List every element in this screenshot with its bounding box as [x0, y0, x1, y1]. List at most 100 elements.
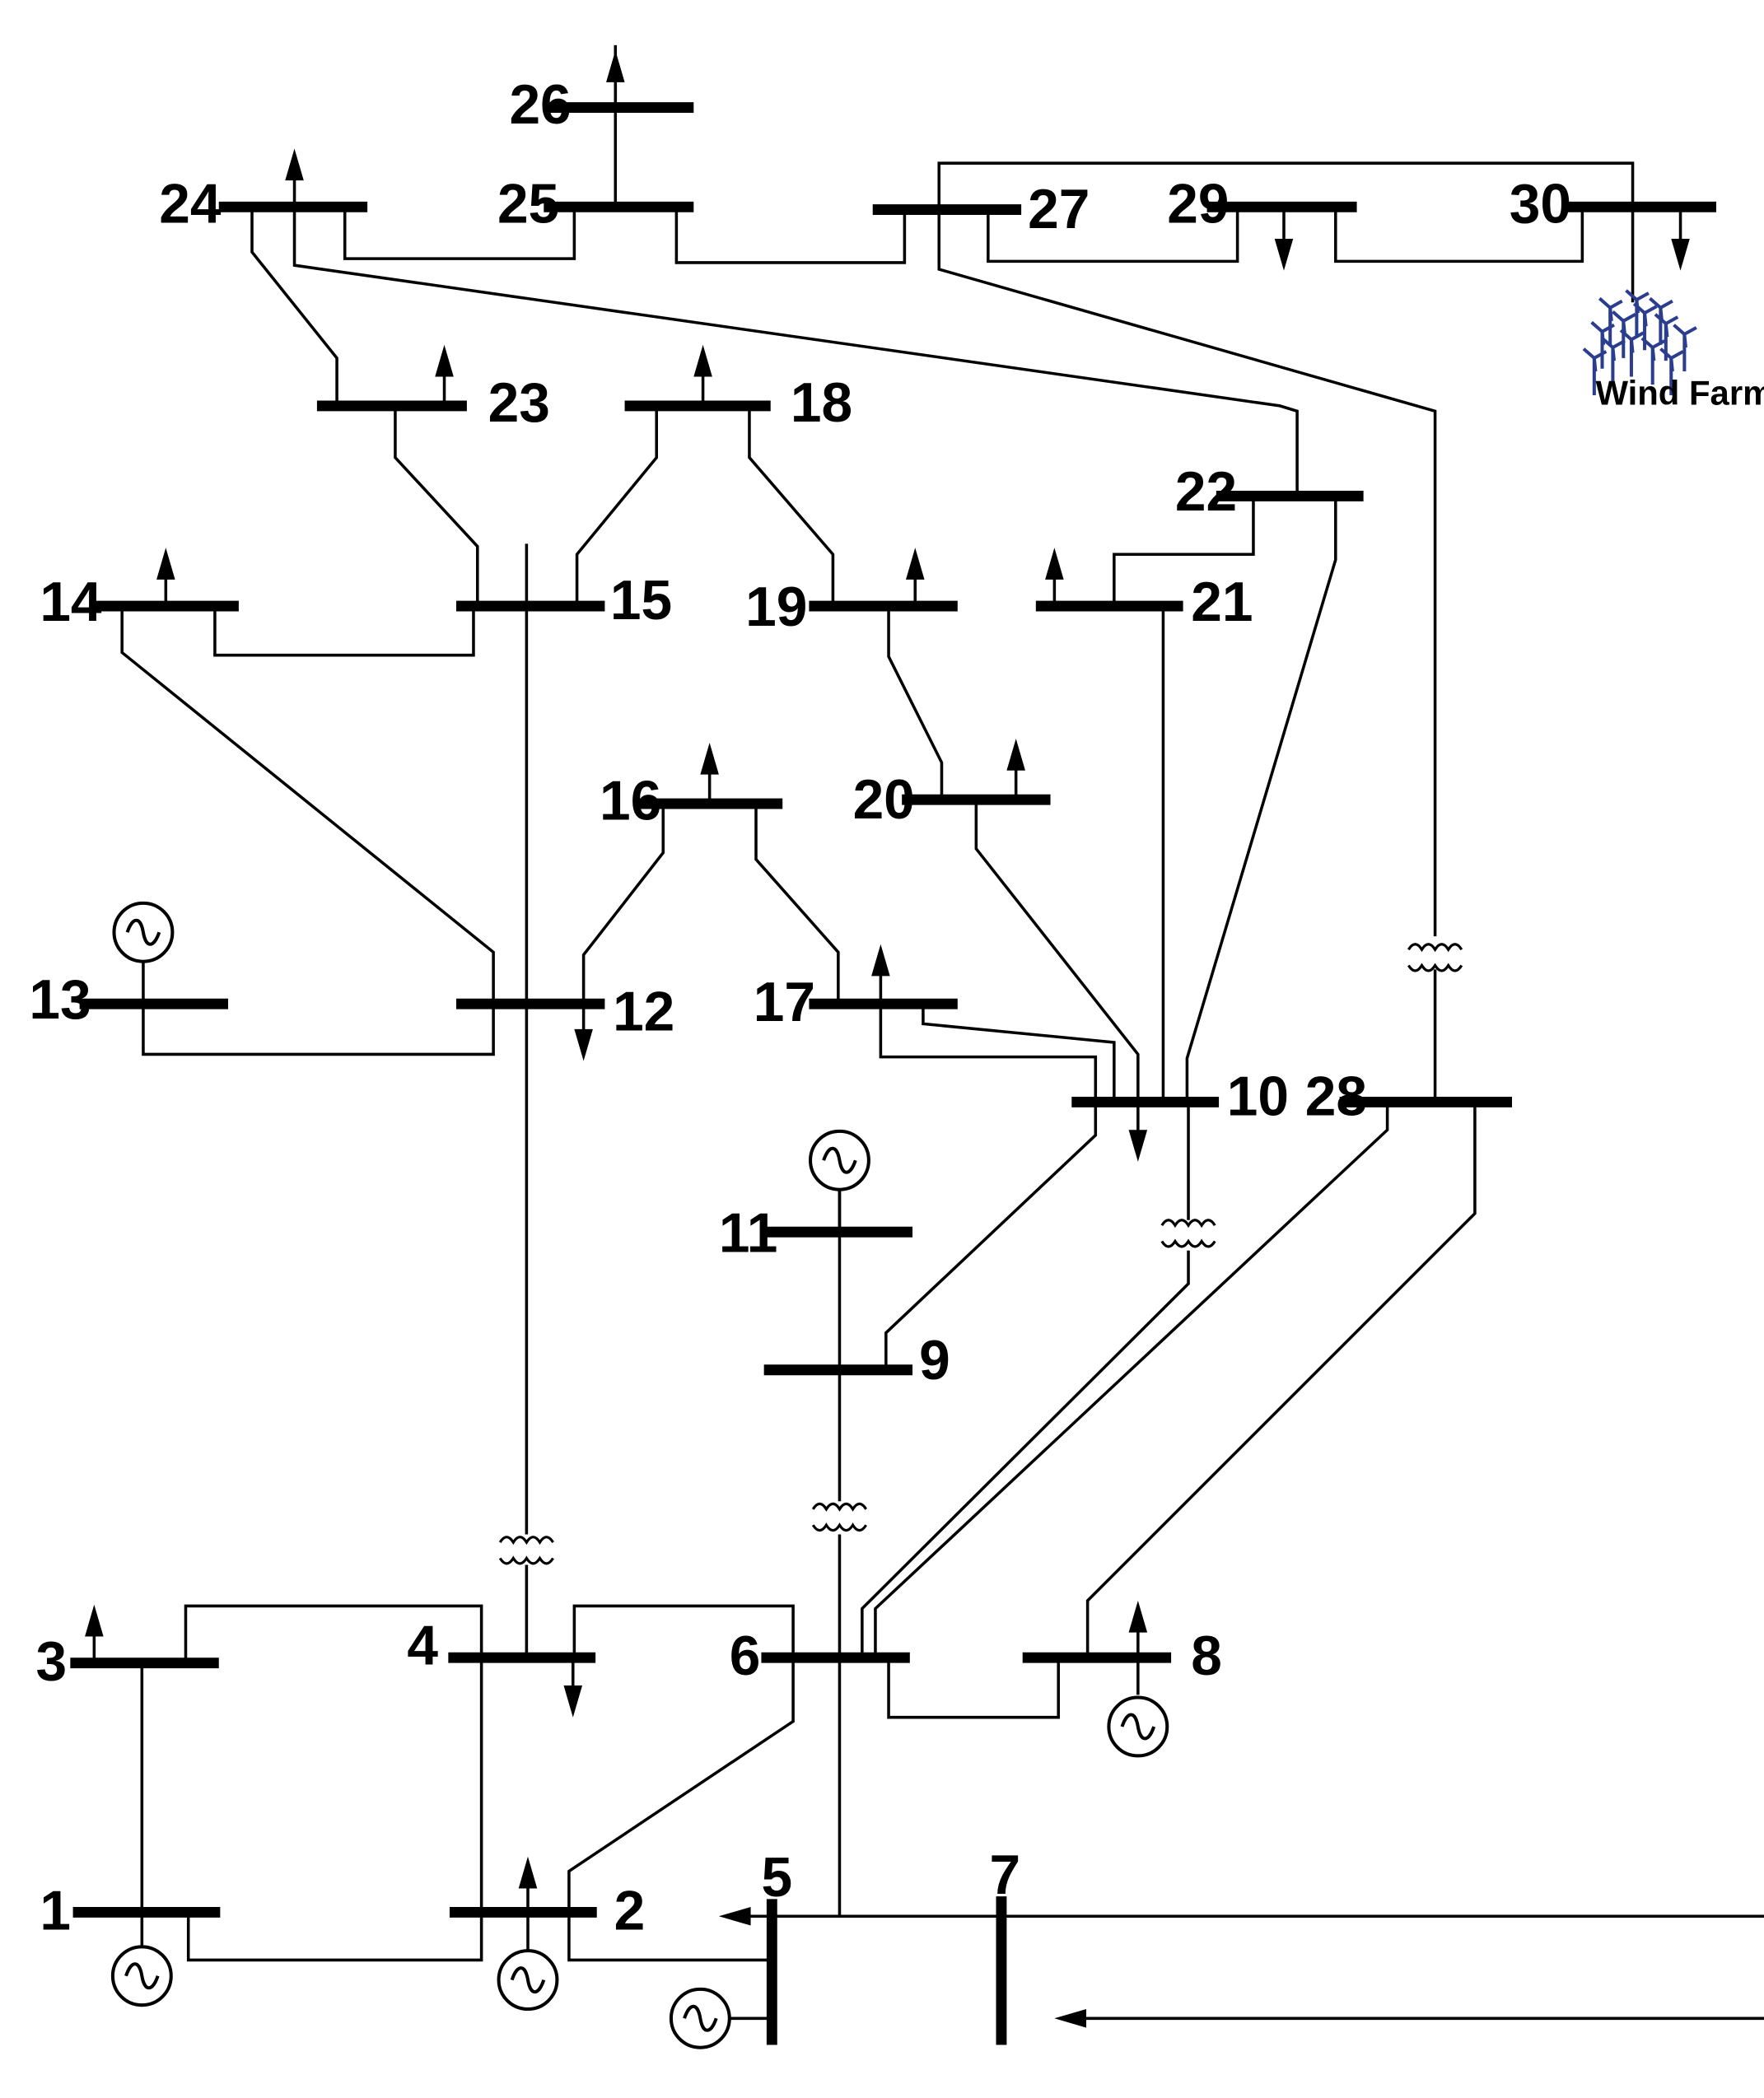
wind-turbine-icon [1582, 289, 1697, 396]
bus-label-6: 6 [730, 1625, 761, 1687]
line-16-17 [754, 804, 840, 1005]
load-arrow-29 [1274, 207, 1294, 271]
bus-label-8: 8 [1191, 1625, 1222, 1687]
buses [70, 102, 1717, 2045]
load-arrow-24 [285, 148, 304, 207]
generator-2-icon [497, 1949, 559, 2012]
line-2-6 [567, 1604, 795, 1913]
line-9-10 [884, 1102, 1098, 1370]
transformer-6-10-icon [1160, 1219, 1216, 1248]
line-1-2 [186, 1912, 483, 1962]
load-arrow-14 [156, 548, 175, 607]
load-arrow-19 [905, 548, 925, 607]
line-17-10-b [922, 1004, 1116, 1103]
bus-label-10: 10 [1227, 1066, 1289, 1128]
line-12-13 [142, 1004, 495, 1056]
load-arrow-16 [700, 742, 719, 804]
line-18-19 [748, 405, 835, 607]
generator-8-icon [1107, 1695, 1169, 1758]
branch-lines [120, 44, 1635, 2021]
line-6-8 [887, 1657, 1060, 1719]
line-12-14 [120, 606, 495, 1005]
bus-label-13: 13 [29, 969, 91, 1031]
bus-label-2: 2 [614, 1880, 646, 1942]
load-arrow-4 [563, 1657, 583, 1718]
line-8-28 [1085, 1102, 1477, 1658]
transformer-6-9-icon [811, 1502, 868, 1532]
line-6-7 [838, 1657, 1001, 1919]
load-arrow-3 [85, 1604, 104, 1663]
line-6-28-a [874, 1102, 1389, 1658]
generator-1-icon [110, 1945, 173, 2007]
bus-label-20: 20 [853, 769, 915, 831]
line-22-24 [292, 207, 1299, 497]
generator-11-icon [809, 1129, 870, 1191]
line-3-4 [184, 1604, 483, 1663]
bus-label-21: 21 [1191, 571, 1253, 633]
bus-label-25: 25 [497, 174, 559, 235]
line-27-28 [937, 209, 1437, 937]
bus-label-24: 24 [159, 174, 222, 235]
line-2-5 [567, 1912, 772, 1962]
bus-label-27: 27 [1028, 179, 1090, 240]
load-arrow-7-h [1054, 2009, 1764, 2028]
transformers [498, 943, 1463, 1565]
bus-label-26: 26 [509, 74, 571, 136]
bus-label-19: 19 [745, 576, 807, 638]
generator-5-icon [669, 1987, 731, 2049]
line-19-20 [887, 606, 944, 800]
transformer-4-12-icon [498, 1536, 554, 1565]
bus-label-11: 11 [719, 1202, 778, 1264]
line-25-27 [674, 207, 907, 264]
line-27-30 [937, 161, 1635, 303]
load-arrow-12 [574, 1004, 593, 1061]
wind-farm: Wind Farm [1582, 289, 1764, 412]
load-arrows [85, 50, 1764, 2028]
load-arrow-20 [1006, 739, 1025, 800]
load-arrow-8 [1128, 1600, 1148, 1658]
generator-13-icon [112, 901, 175, 963]
line-15-23 [394, 405, 479, 607]
bus-label-12: 12 [613, 981, 674, 1042]
load-arrow-2 [518, 1856, 538, 1913]
bus-label-22: 22 [1175, 461, 1237, 523]
line-23-24 [250, 207, 338, 406]
line-21-22 [1113, 496, 1255, 607]
bus-label-29: 29 [1167, 174, 1229, 235]
line-22-10 [1185, 496, 1337, 1103]
bus-label-4: 4 [407, 1615, 438, 1676]
load-arrow-23 [435, 344, 454, 406]
line-27-29 [987, 207, 1239, 263]
bus-label-7: 7 [989, 1844, 1020, 1906]
load-arrow-5-h [718, 1907, 1764, 1926]
generators [110, 901, 1169, 2049]
load-arrow-18 [693, 344, 712, 406]
bus-label-28: 28 [1305, 1066, 1367, 1128]
load-arrow-26 [606, 50, 625, 108]
line-12-16 [581, 804, 665, 1005]
line-29-30 [1334, 207, 1584, 263]
bus-label-15: 15 [610, 570, 672, 632]
bus-label-1: 1 [40, 1880, 71, 1942]
load-arrow-10 [1128, 1102, 1148, 1162]
bus-label-9: 9 [919, 1330, 950, 1392]
load-arrow-21 [1045, 548, 1064, 607]
line-6-10 [861, 1250, 1190, 1658]
load-arrow-30 [1671, 207, 1690, 271]
line-24-25 [343, 207, 576, 260]
transformer-27-28-icon [1407, 943, 1463, 972]
bus-labels: 1 2 3 4 5 6 7 8 9 10 11 12 13 14 15 16 1… [29, 74, 1571, 1942]
wind-farm-label: Wind Farm [1595, 373, 1764, 412]
bus-label-5: 5 [761, 1847, 792, 1909]
bus-label-17: 17 [754, 972, 815, 1033]
bus-label-3: 3 [35, 1631, 67, 1693]
bus-label-14: 14 [40, 571, 102, 633]
line-20-10 [974, 800, 1140, 1103]
bus-label-30: 30 [1510, 174, 1571, 235]
bus-label-18: 18 [791, 372, 852, 434]
line-15-18 [575, 405, 658, 607]
bus-label-23: 23 [488, 372, 550, 434]
line-14-15 [213, 606, 475, 657]
bus-label-16: 16 [600, 770, 661, 832]
